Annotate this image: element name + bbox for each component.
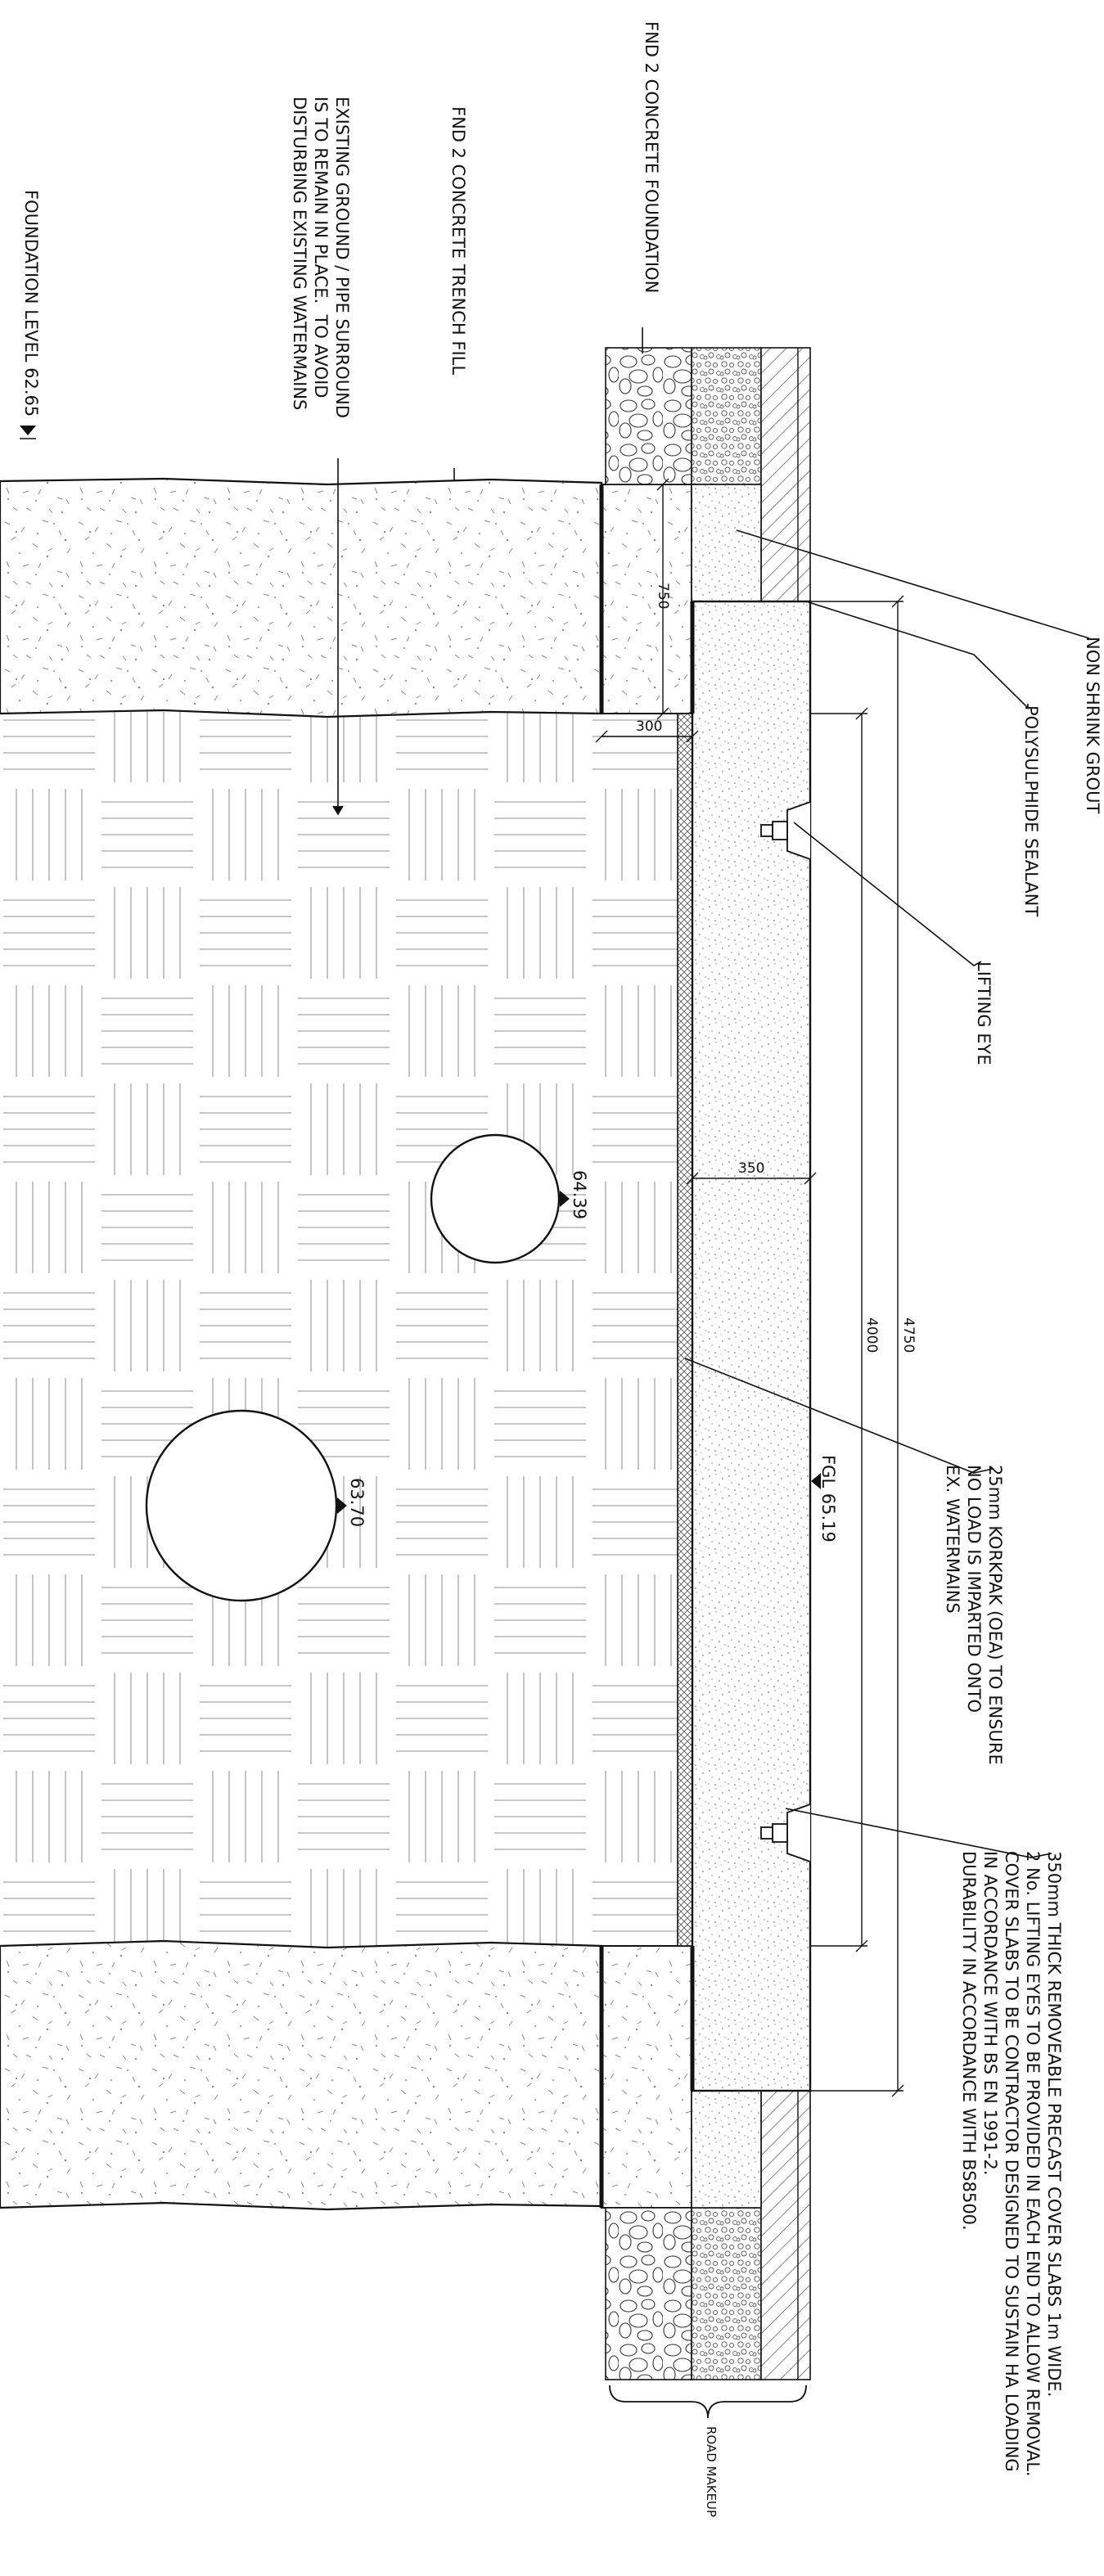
- cover-slab-note-2: 2 No. LIFTING EYES TO BE PROVIDED IN EAC…: [1023, 1851, 1043, 2477]
- lifting-eye-label: LIFTING EYE: [974, 961, 994, 1065]
- existing-ground-line-2: IS TO REMAIN IN PLACE. TO AVOID: [311, 97, 331, 399]
- road-surface-bottom: [760, 2090, 811, 2380]
- cover-slab-note-5: DURABILITY IN ACCORDANCE WITH BS8500.: [959, 1851, 979, 2231]
- fgl-label: FGL 65.19: [818, 1455, 838, 1542]
- large-pipe-level: 63.70: [347, 1478, 367, 1528]
- small-pipe-level: 64.39: [570, 1170, 589, 1220]
- fgl-marker: [811, 1473, 821, 1489]
- road-makeup-brace: [609, 2385, 807, 2419]
- trench-fill-top: [0, 477, 603, 718]
- korkpak-line-3: EX. WATERMAINS: [943, 1465, 962, 1614]
- dim-300: 300: [636, 718, 663, 735]
- foundation-level-label: FOUNDATION LEVEL 62.65: [21, 190, 41, 417]
- lifting-eye-bottom: [760, 1804, 811, 1862]
- road-base-bottom: [691, 2207, 762, 2380]
- korkpak-line-1: 25mm KORKPAK (OEA) TO ENSURE: [985, 1465, 1005, 1765]
- polysulphide-sealant-label: POLYSULPHIDE SEALANT: [1021, 705, 1041, 917]
- road-subbase-top: [605, 347, 692, 485]
- korkpak-layer: [677, 713, 693, 1947]
- watermain-large: [145, 1409, 338, 1602]
- level-marker-large: [337, 1497, 347, 1514]
- dim-750: 750: [655, 583, 671, 610]
- existing-ground-line-3: DISTURBING EXISTING WATERMAINS: [290, 97, 309, 411]
- foundation-block-bottom: [601, 1945, 692, 2209]
- fnd2-foundation-label: FND 2 CONCRETE FOUNDATION: [642, 21, 661, 294]
- dim-4750: 4750: [900, 1317, 917, 1353]
- dim-350: 350: [738, 1160, 765, 1177]
- cover-slab-note-1: 350mm THICK REMOVEABLE PRECAST COVER SLA…: [1044, 1851, 1064, 2398]
- watermain-small: [430, 1133, 561, 1264]
- road-subbase-bottom: [605, 2207, 692, 2380]
- road-surface-top: [760, 347, 811, 602]
- non-shrink-grout-top: [691, 484, 762, 602]
- cover-slab-note-3: COVER SLABS TO BE CONTRACTOR DESIGNED TO…: [1002, 1851, 1021, 2472]
- existing-ground-line-1: EXISTING GROUND / PIPE SURROUND: [332, 97, 352, 419]
- dim-4000: 4000: [863, 1317, 880, 1353]
- foundation-block-top: [601, 484, 692, 714]
- non-shrink-grout-bottom: [691, 2090, 762, 2209]
- road-makeup-label: ROAD MAKEUP: [704, 2426, 719, 2518]
- level-marker-small: [560, 1191, 570, 1207]
- trench-fill-bottom: [0, 1939, 603, 2211]
- non-shrink-grout-label: NON SHRINK GROUT: [1083, 637, 1102, 814]
- fnd2-trench-fill-label: FND 2 CONCRETE TRENCH FILL: [448, 106, 468, 376]
- lifting-eye-top: [760, 801, 811, 860]
- foundation-level-marker: [20, 426, 36, 435]
- korkpak-line-2: NO LOAD IS IMPARTED ONTO: [964, 1465, 984, 1714]
- existing-ground-fill: [0, 712, 678, 1948]
- cover-slab-note-4: IN ACCORDANCE WITH BS EN 1991-2.: [980, 1851, 1000, 2176]
- road-base-top: [691, 347, 762, 485]
